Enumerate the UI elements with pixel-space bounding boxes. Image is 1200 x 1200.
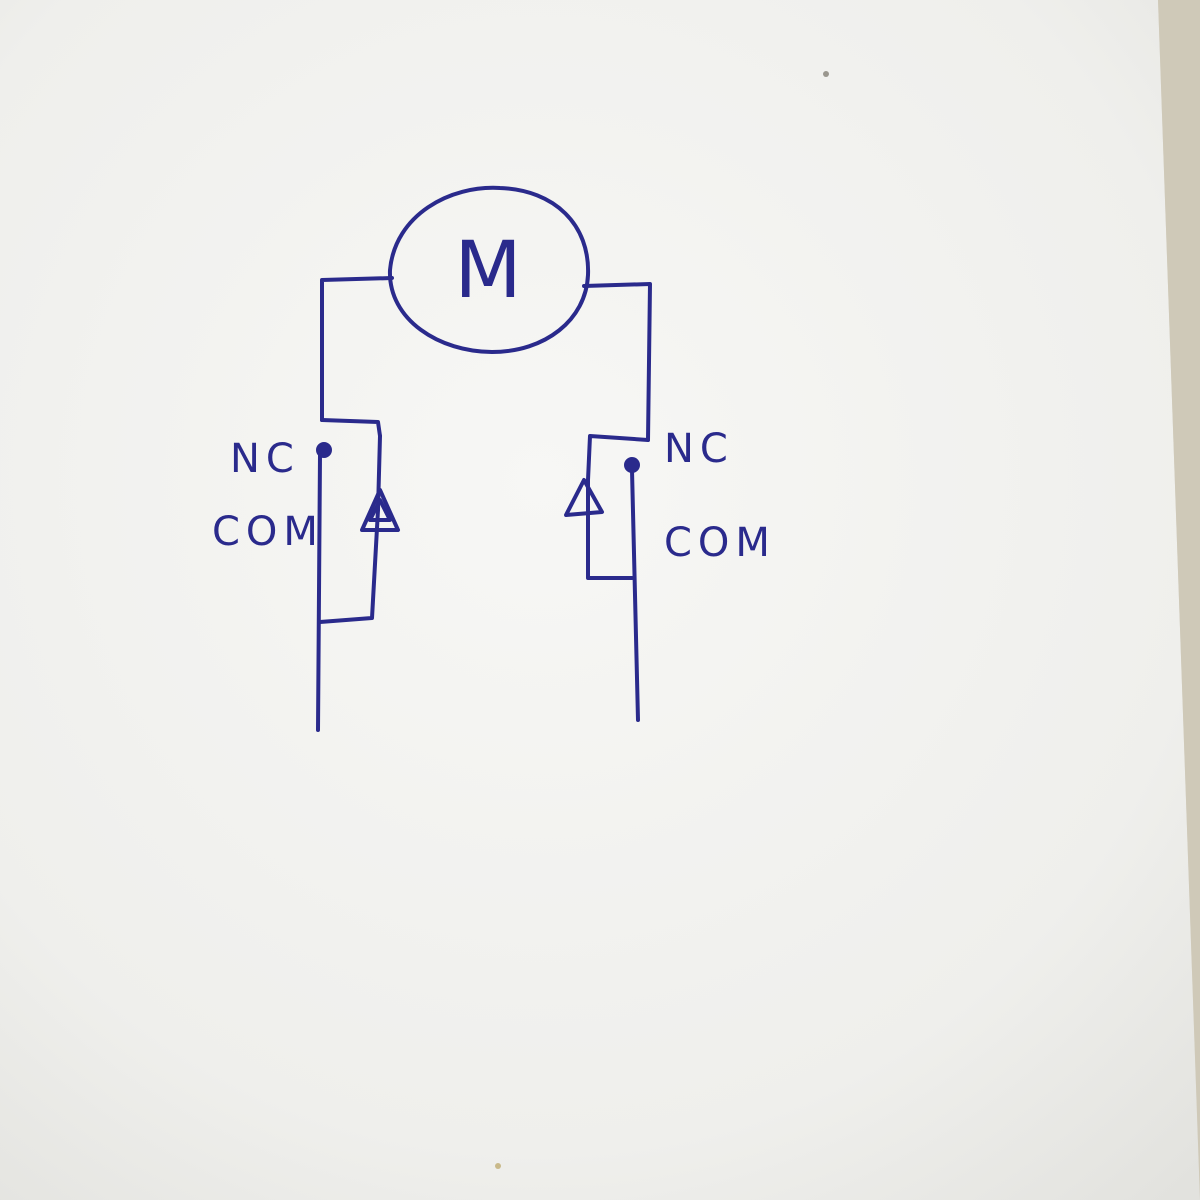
motor-label: M: [454, 226, 521, 316]
paper-speck: [495, 1163, 501, 1169]
left-com-label: COM: [212, 509, 324, 555]
motor-symbol: [387, 185, 591, 354]
right-nc-label: NC: [664, 426, 734, 472]
left-limit-switch: [316, 418, 400, 732]
left-nc-label: NC: [230, 436, 300, 482]
table-edge: [1158, 0, 1200, 1200]
right-com-label: COM: [664, 520, 776, 566]
paper-speck: [823, 71, 829, 77]
right-top-wire: [582, 282, 652, 442]
right-limit-switch: [564, 434, 650, 722]
left-top-wire: [320, 276, 394, 422]
